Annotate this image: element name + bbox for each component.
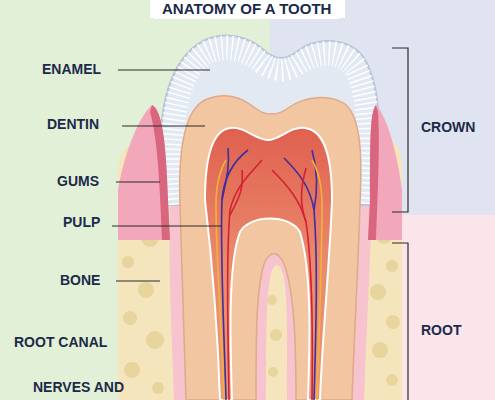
pulp [205, 128, 332, 400]
dentin [180, 96, 361, 400]
nerves-vessels [216, 148, 322, 400]
diagram-title: ANATOMY OF A TOOTH [154, 0, 339, 19]
region-label: CROWN [421, 120, 475, 135]
part-label: ROOT CANAL [14, 335, 107, 350]
gum-left-edge [150, 105, 170, 240]
part-label: BONE [60, 273, 100, 288]
title-banner [150, 0, 345, 18]
part-label: PULP [63, 215, 100, 230]
part-label: NERVES AND [33, 380, 124, 395]
part-label: ENAMEL [42, 62, 101, 77]
region-label: ROOT [421, 323, 461, 338]
part-label: GUMS [57, 174, 99, 189]
gum-left [118, 105, 170, 240]
gum-right [368, 105, 402, 240]
part-label: DENTIN [47, 117, 99, 132]
brackets [392, 48, 408, 400]
leader-lines [112, 70, 222, 281]
gum-right-edge [368, 105, 379, 240]
